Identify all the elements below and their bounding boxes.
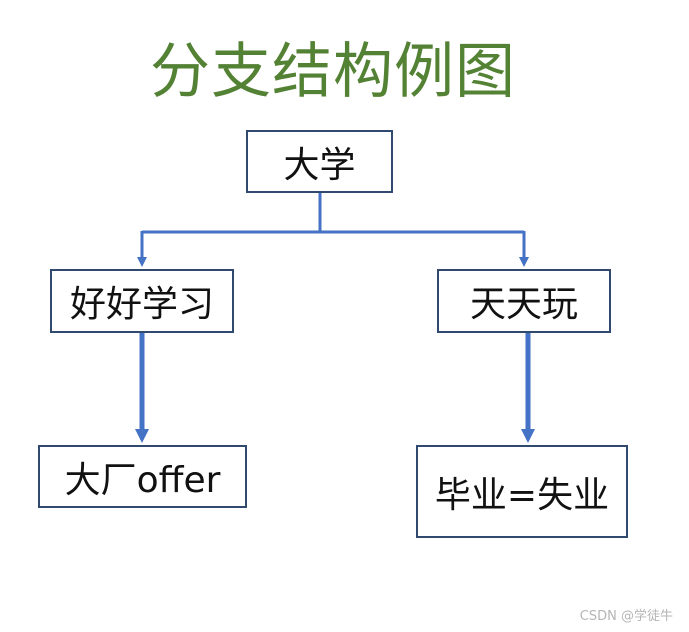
node-right-child: 毕业=失业 (416, 445, 628, 538)
node-right: 天天玩 (437, 269, 611, 333)
node-left: 好好学习 (50, 269, 234, 333)
watermark: CSDN @学徒牛 (579, 609, 673, 624)
node-left-child: 大厂offer (38, 445, 247, 508)
node-root-label: 大学 (283, 144, 356, 186)
diagram-title: 分支结构例图 (150, 37, 516, 107)
node-left-child-label: 大厂offer (64, 459, 221, 501)
node-left-label: 好好学习 (69, 284, 214, 325)
node-right-label: 天天玩 (469, 284, 578, 325)
node-root: 大学 (246, 130, 393, 193)
node-right-child-label: 毕业=失业 (434, 474, 610, 516)
